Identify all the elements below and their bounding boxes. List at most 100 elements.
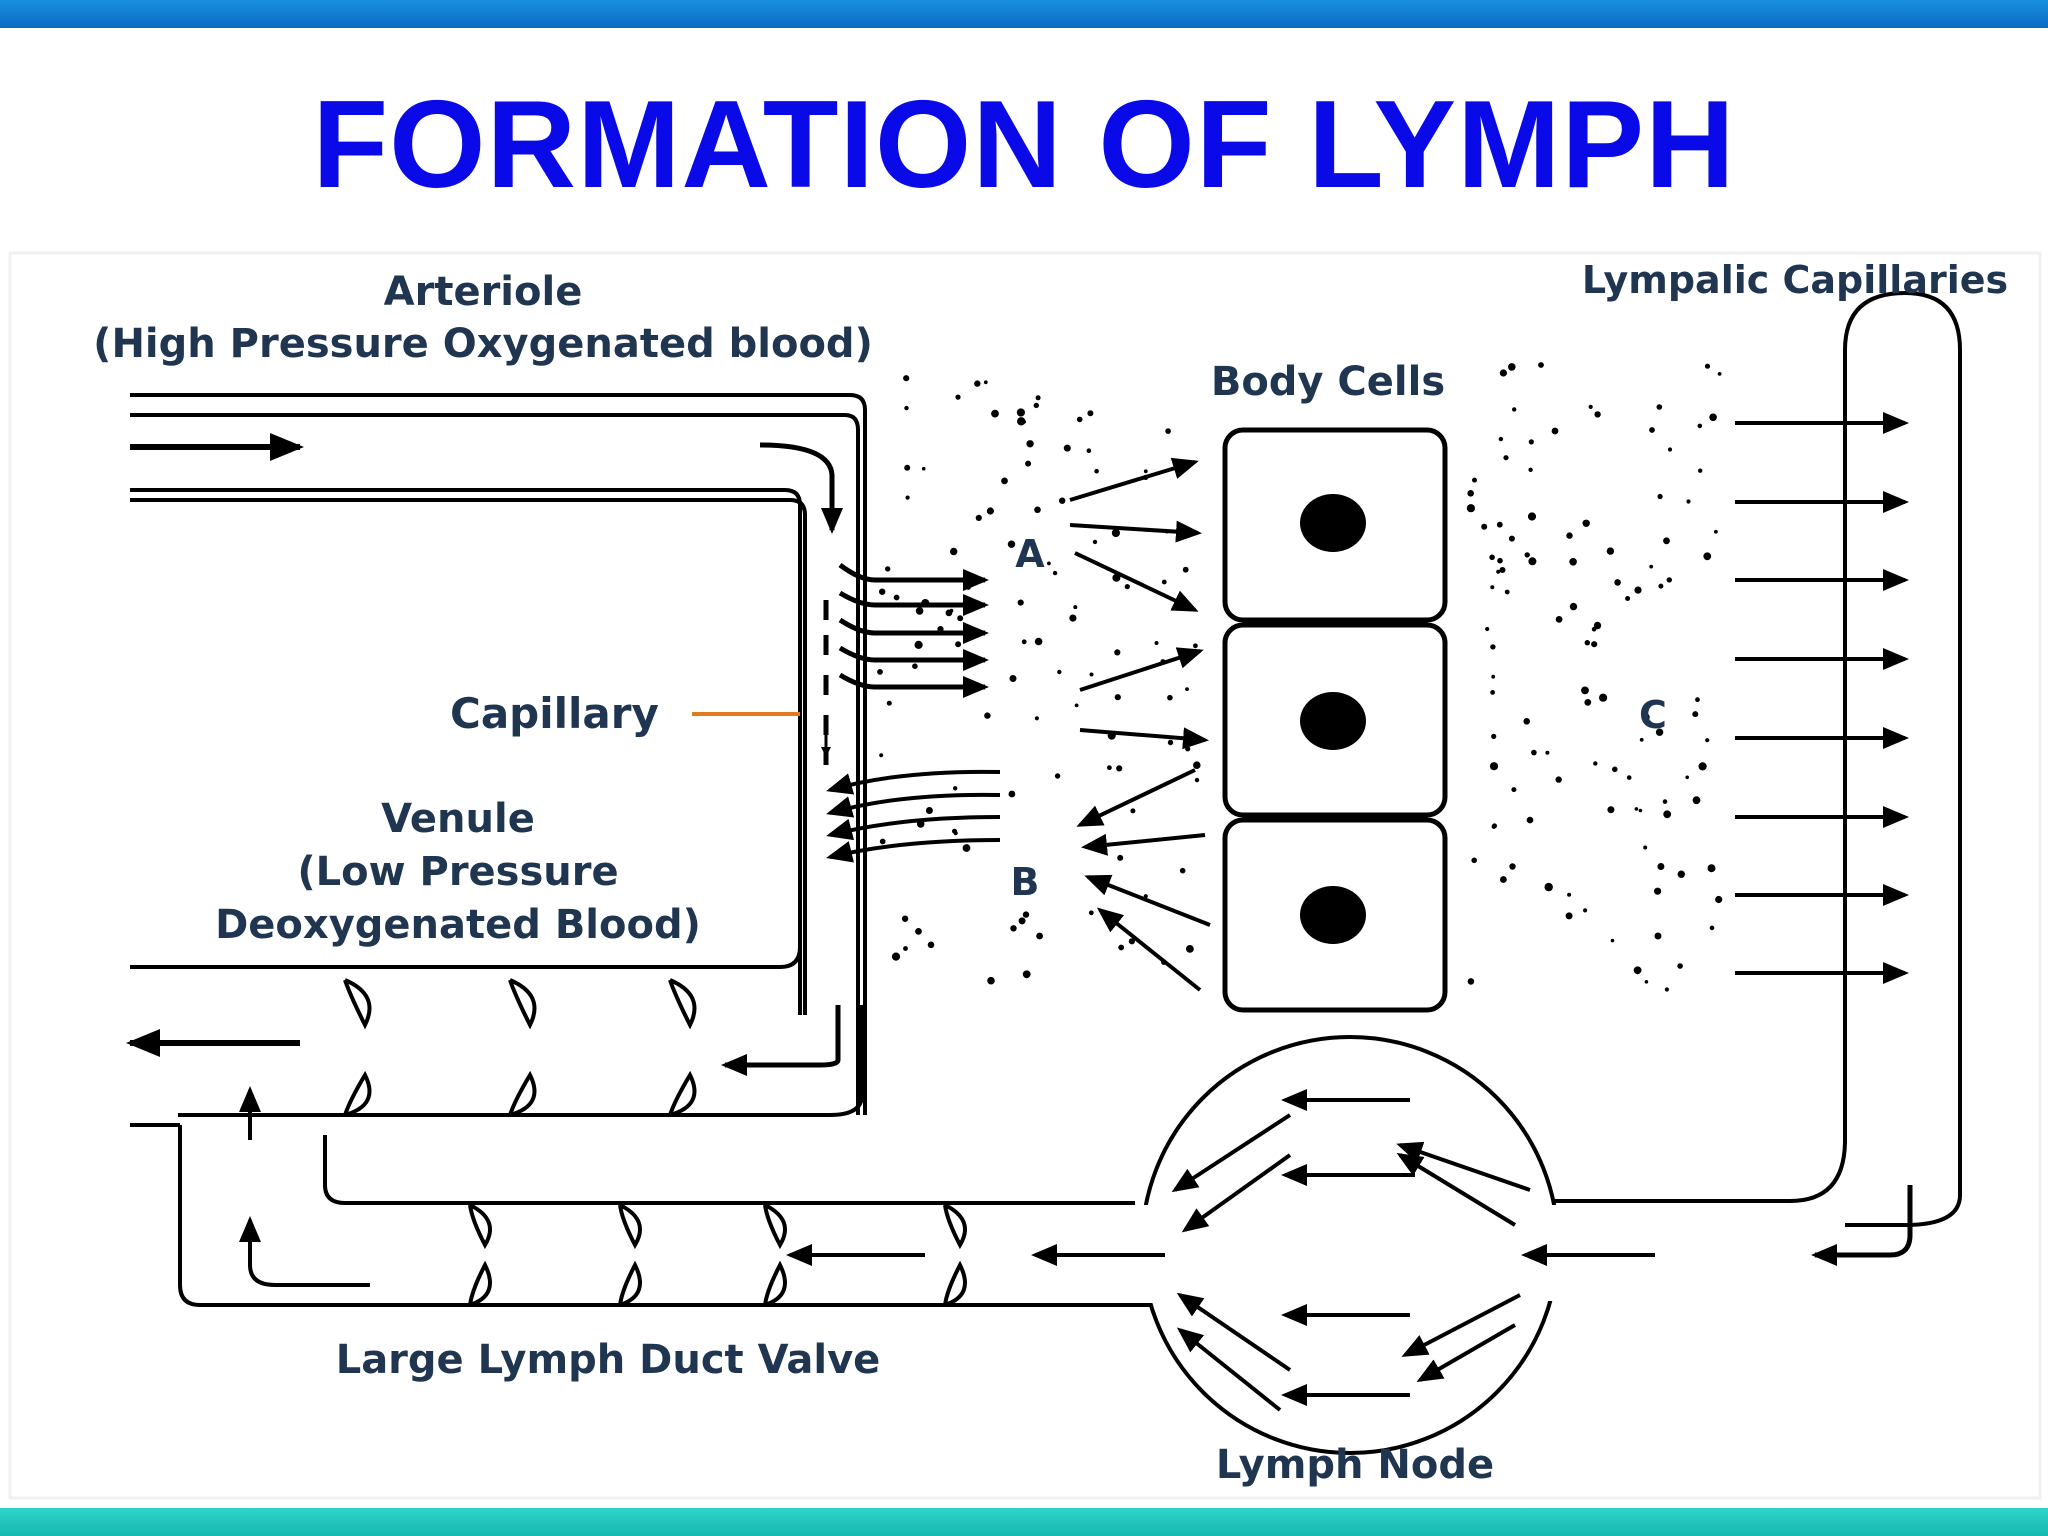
fluid-particle bbox=[1569, 558, 1577, 566]
fluid-particle bbox=[1657, 863, 1665, 870]
fluid-particle bbox=[1026, 440, 1034, 448]
fluid-particle bbox=[1643, 845, 1648, 850]
fluid-particle bbox=[1503, 455, 1509, 461]
fluid-particle bbox=[1010, 925, 1017, 932]
fluid-particle bbox=[1566, 532, 1573, 539]
fluid-particle bbox=[1593, 761, 1598, 766]
fluid-particle bbox=[891, 952, 901, 961]
fluid-particle bbox=[1555, 616, 1563, 623]
fluid-particle bbox=[1086, 448, 1092, 453]
fluid-particle bbox=[1657, 493, 1663, 500]
lymph-formation-diagram: Arteriole (High Pressure Oxygenated bloo… bbox=[8, 251, 2042, 1500]
fluid-particle bbox=[974, 380, 981, 387]
fluid-particle bbox=[1638, 808, 1643, 813]
fluid-particle bbox=[984, 712, 991, 719]
fluid-particle bbox=[1634, 586, 1642, 594]
fluid-particle bbox=[1599, 693, 1608, 702]
fluid-particle bbox=[1087, 410, 1094, 417]
fluid-particle bbox=[1714, 529, 1718, 534]
fluid-particle bbox=[1508, 535, 1515, 542]
fluid-particle bbox=[1492, 823, 1497, 829]
fluid-particle bbox=[1114, 694, 1121, 701]
venule-description-line1: (Low Pressure bbox=[297, 849, 618, 895]
slide-title: FORMATION OF LYMPH bbox=[312, 76, 1736, 214]
fluid-particle bbox=[1497, 557, 1503, 564]
fluid-particle bbox=[1112, 573, 1121, 582]
fluid-particle bbox=[986, 507, 995, 515]
fluid-particle bbox=[1692, 796, 1701, 805]
fluid-particle bbox=[1717, 372, 1722, 376]
fluid-particle bbox=[1528, 557, 1537, 566]
fluid-particle bbox=[1034, 506, 1041, 514]
fluid-particle bbox=[1094, 468, 1099, 474]
fluid-particle bbox=[955, 641, 962, 648]
fluid-particle bbox=[1118, 944, 1125, 951]
fluid-particle bbox=[1018, 917, 1026, 925]
fluid-particle bbox=[1658, 583, 1664, 589]
fluid-particle bbox=[1490, 644, 1496, 650]
fluid-particle bbox=[1069, 614, 1077, 622]
fluid-particle bbox=[1007, 540, 1016, 548]
fluid-particle bbox=[1193, 761, 1201, 769]
fluid-particle bbox=[1499, 369, 1507, 377]
fluid-particle bbox=[1523, 718, 1530, 725]
fluid-particle bbox=[1017, 417, 1026, 426]
fluid-particle bbox=[1709, 413, 1717, 422]
fluid-particle bbox=[1685, 775, 1689, 780]
fluid-particle bbox=[1511, 787, 1517, 793]
fluid-particle bbox=[1526, 816, 1534, 824]
fluid-particle bbox=[1035, 395, 1041, 401]
fluid-particle bbox=[1167, 694, 1173, 701]
fluid-particle bbox=[1649, 564, 1654, 569]
fluid-particle bbox=[1467, 490, 1474, 497]
fluid-particle bbox=[953, 786, 958, 791]
fluid-particle bbox=[1697, 423, 1703, 429]
fluid-particle bbox=[1161, 959, 1167, 965]
fluid-particle bbox=[1677, 963, 1683, 969]
fluid-particle bbox=[1555, 776, 1562, 783]
fluid-particle bbox=[912, 663, 918, 669]
fluid-particle bbox=[1186, 945, 1194, 953]
fluid-particle bbox=[937, 626, 944, 633]
fluid-particle bbox=[1527, 512, 1537, 521]
fluid-particle bbox=[1161, 579, 1167, 585]
arteriole-description: (High Pressure Oxygenated blood) bbox=[93, 321, 873, 367]
fluid-particle bbox=[1593, 621, 1602, 630]
fluid-particle bbox=[1164, 529, 1169, 534]
fluid-particle bbox=[1704, 363, 1711, 369]
fluid-particle bbox=[962, 844, 971, 852]
fluid-particle bbox=[1489, 554, 1495, 561]
fluid-particle bbox=[1092, 539, 1098, 545]
fluid-particle bbox=[987, 976, 995, 985]
fluid-particle bbox=[957, 615, 964, 622]
venule-turn-arrow bbox=[721, 1005, 841, 1076]
fluid-particle bbox=[1614, 579, 1621, 586]
fluid-particle bbox=[1491, 674, 1496, 679]
fluid-particle bbox=[1656, 404, 1663, 410]
fluid-particle bbox=[886, 700, 892, 706]
fluid-particle bbox=[1551, 427, 1559, 435]
fluid-particle bbox=[1165, 428, 1171, 434]
fluid-particle bbox=[1036, 932, 1043, 940]
lymph-duct-valve-label: Large Lymph Duct Valve bbox=[336, 1337, 881, 1383]
fluid-particle bbox=[1677, 870, 1686, 878]
fluid-particle bbox=[1698, 762, 1707, 771]
arteriole-turn-arrow bbox=[759, 442, 843, 534]
fluid-particle bbox=[1194, 777, 1200, 783]
fluid-particle bbox=[1594, 411, 1601, 418]
cell-nuclei bbox=[1300, 494, 1366, 944]
body-cells-label: Body Cells bbox=[1211, 359, 1445, 405]
fluid-particle bbox=[1584, 699, 1592, 706]
fluid-particle bbox=[950, 547, 958, 556]
fluid-particle bbox=[1508, 363, 1516, 371]
fluid-particle bbox=[1017, 599, 1024, 606]
point-a-label: A bbox=[1015, 532, 1045, 576]
fluid-particle bbox=[1472, 477, 1477, 483]
fluid-particle bbox=[1654, 887, 1662, 895]
fluid-particle bbox=[1591, 641, 1598, 648]
fluid-particle bbox=[1089, 672, 1094, 677]
fluid-particle bbox=[1185, 746, 1191, 752]
fluid-particle bbox=[903, 375, 910, 382]
lymphatic-capillaries-label: Lympalic Capillaries bbox=[1582, 258, 2008, 302]
fluid-particle bbox=[1654, 932, 1662, 940]
